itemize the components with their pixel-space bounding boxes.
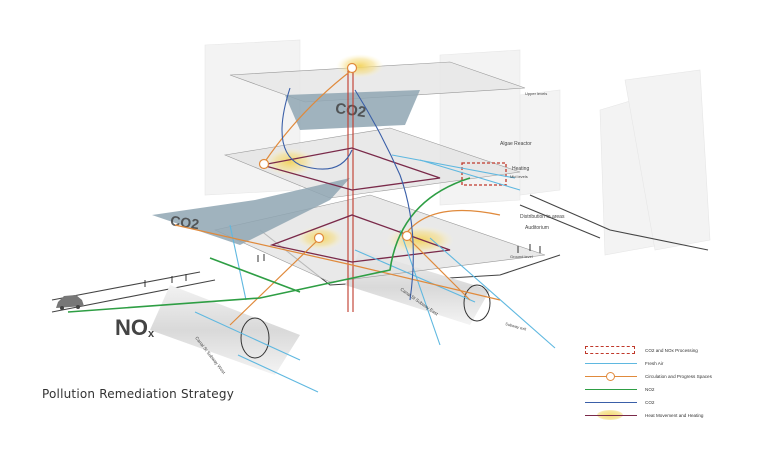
circulation-paths xyxy=(174,62,501,326)
glow-line-icon xyxy=(583,410,641,421)
auditorium-label: Auditorium xyxy=(525,225,549,231)
legend-label: Circulation and Progress Spaces xyxy=(645,374,712,379)
legend-label: NO2 xyxy=(645,387,655,392)
level-mid-label: Mid levels xyxy=(510,174,528,179)
floor-plate-mid xyxy=(223,127,521,199)
co2-paths xyxy=(281,87,414,301)
legend-item-co2: CO2 xyxy=(583,396,753,409)
subway-exit-label: Subway exit xyxy=(505,321,528,332)
heat-paths xyxy=(261,147,451,263)
people-figures xyxy=(144,244,541,287)
ring-line-icon xyxy=(583,371,641,382)
no2-paths xyxy=(67,177,471,313)
processing-box xyxy=(461,162,507,186)
legend-item-heat: Heat Movement and Heating xyxy=(583,409,753,422)
legend-label: CO2 and NOx Processing xyxy=(645,348,698,353)
co2-top-label: CO2 xyxy=(334,100,367,121)
level-low-label: Ground level xyxy=(510,254,533,259)
heating-label: Heating xyxy=(512,166,529,172)
subway-tube-west xyxy=(150,285,300,375)
dashed-box-icon xyxy=(583,345,641,356)
legend-item-no2: NO2 xyxy=(583,383,753,396)
co2-sail-left: CO2 xyxy=(152,178,350,245)
distribution-label: Distribution to areas xyxy=(520,214,565,220)
legend-item-processing: CO2 and NOx Processing xyxy=(583,344,753,357)
algae-reactor-label: Algae Reactor xyxy=(500,141,532,147)
co2-left-label: CO2 xyxy=(169,212,200,232)
legend-item-circulation: Circulation and Progress Spaces xyxy=(583,370,753,383)
line-icon xyxy=(583,358,641,369)
fresh-air-paths xyxy=(194,154,556,393)
line-icon xyxy=(583,397,641,408)
diagram-caption: Pollution Remediation Strategy xyxy=(42,387,234,401)
level-top-label: Upper levels xyxy=(525,91,547,96)
legend-label: CO2 xyxy=(645,400,655,405)
nox-label: NOx xyxy=(115,315,155,340)
legend-label: Fresh Air xyxy=(645,361,664,366)
legend-item-fresh-air: Fresh Air xyxy=(583,357,753,370)
legend-label: Heat Movement and Heating xyxy=(645,413,704,418)
legend: CO2 and NOx Processing Fresh Air Circula… xyxy=(583,344,753,422)
line-icon xyxy=(583,384,641,395)
car-icon xyxy=(56,295,84,310)
